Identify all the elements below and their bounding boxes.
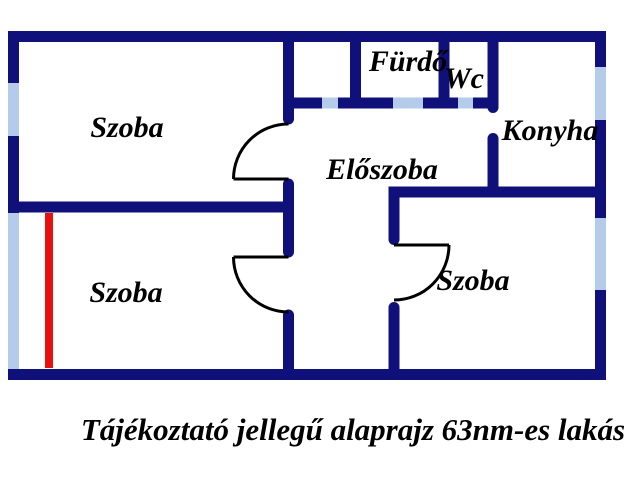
- door-arc-szoba-br: [393, 244, 451, 302]
- label-furdo: Fürdő: [368, 45, 449, 78]
- label-szoba-top-left: Szoba: [90, 111, 163, 144]
- room-labels: Szoba Fürdő Wc Konyha Előszoba Szoba Szo…: [89, 45, 598, 309]
- label-konyha: Konyha: [501, 114, 599, 147]
- label-szoba-bottom-right: Szoba: [436, 264, 509, 297]
- door-swings: [232, 122, 451, 314]
- label-szoba-bottom-left: Szoba: [89, 276, 162, 309]
- caption: Tájékoztató jellegű alaprajz 63nm-es lak…: [81, 412, 625, 447]
- windows: [8, 67, 606, 369]
- label-eloszoba: Előszoba: [325, 153, 438, 186]
- inner-walls: [8, 31, 606, 380]
- label-wc: Wc: [444, 62, 484, 95]
- door-arc-szoba-tl: [232, 122, 289, 180]
- door-arc-szoba-bl: [232, 256, 289, 314]
